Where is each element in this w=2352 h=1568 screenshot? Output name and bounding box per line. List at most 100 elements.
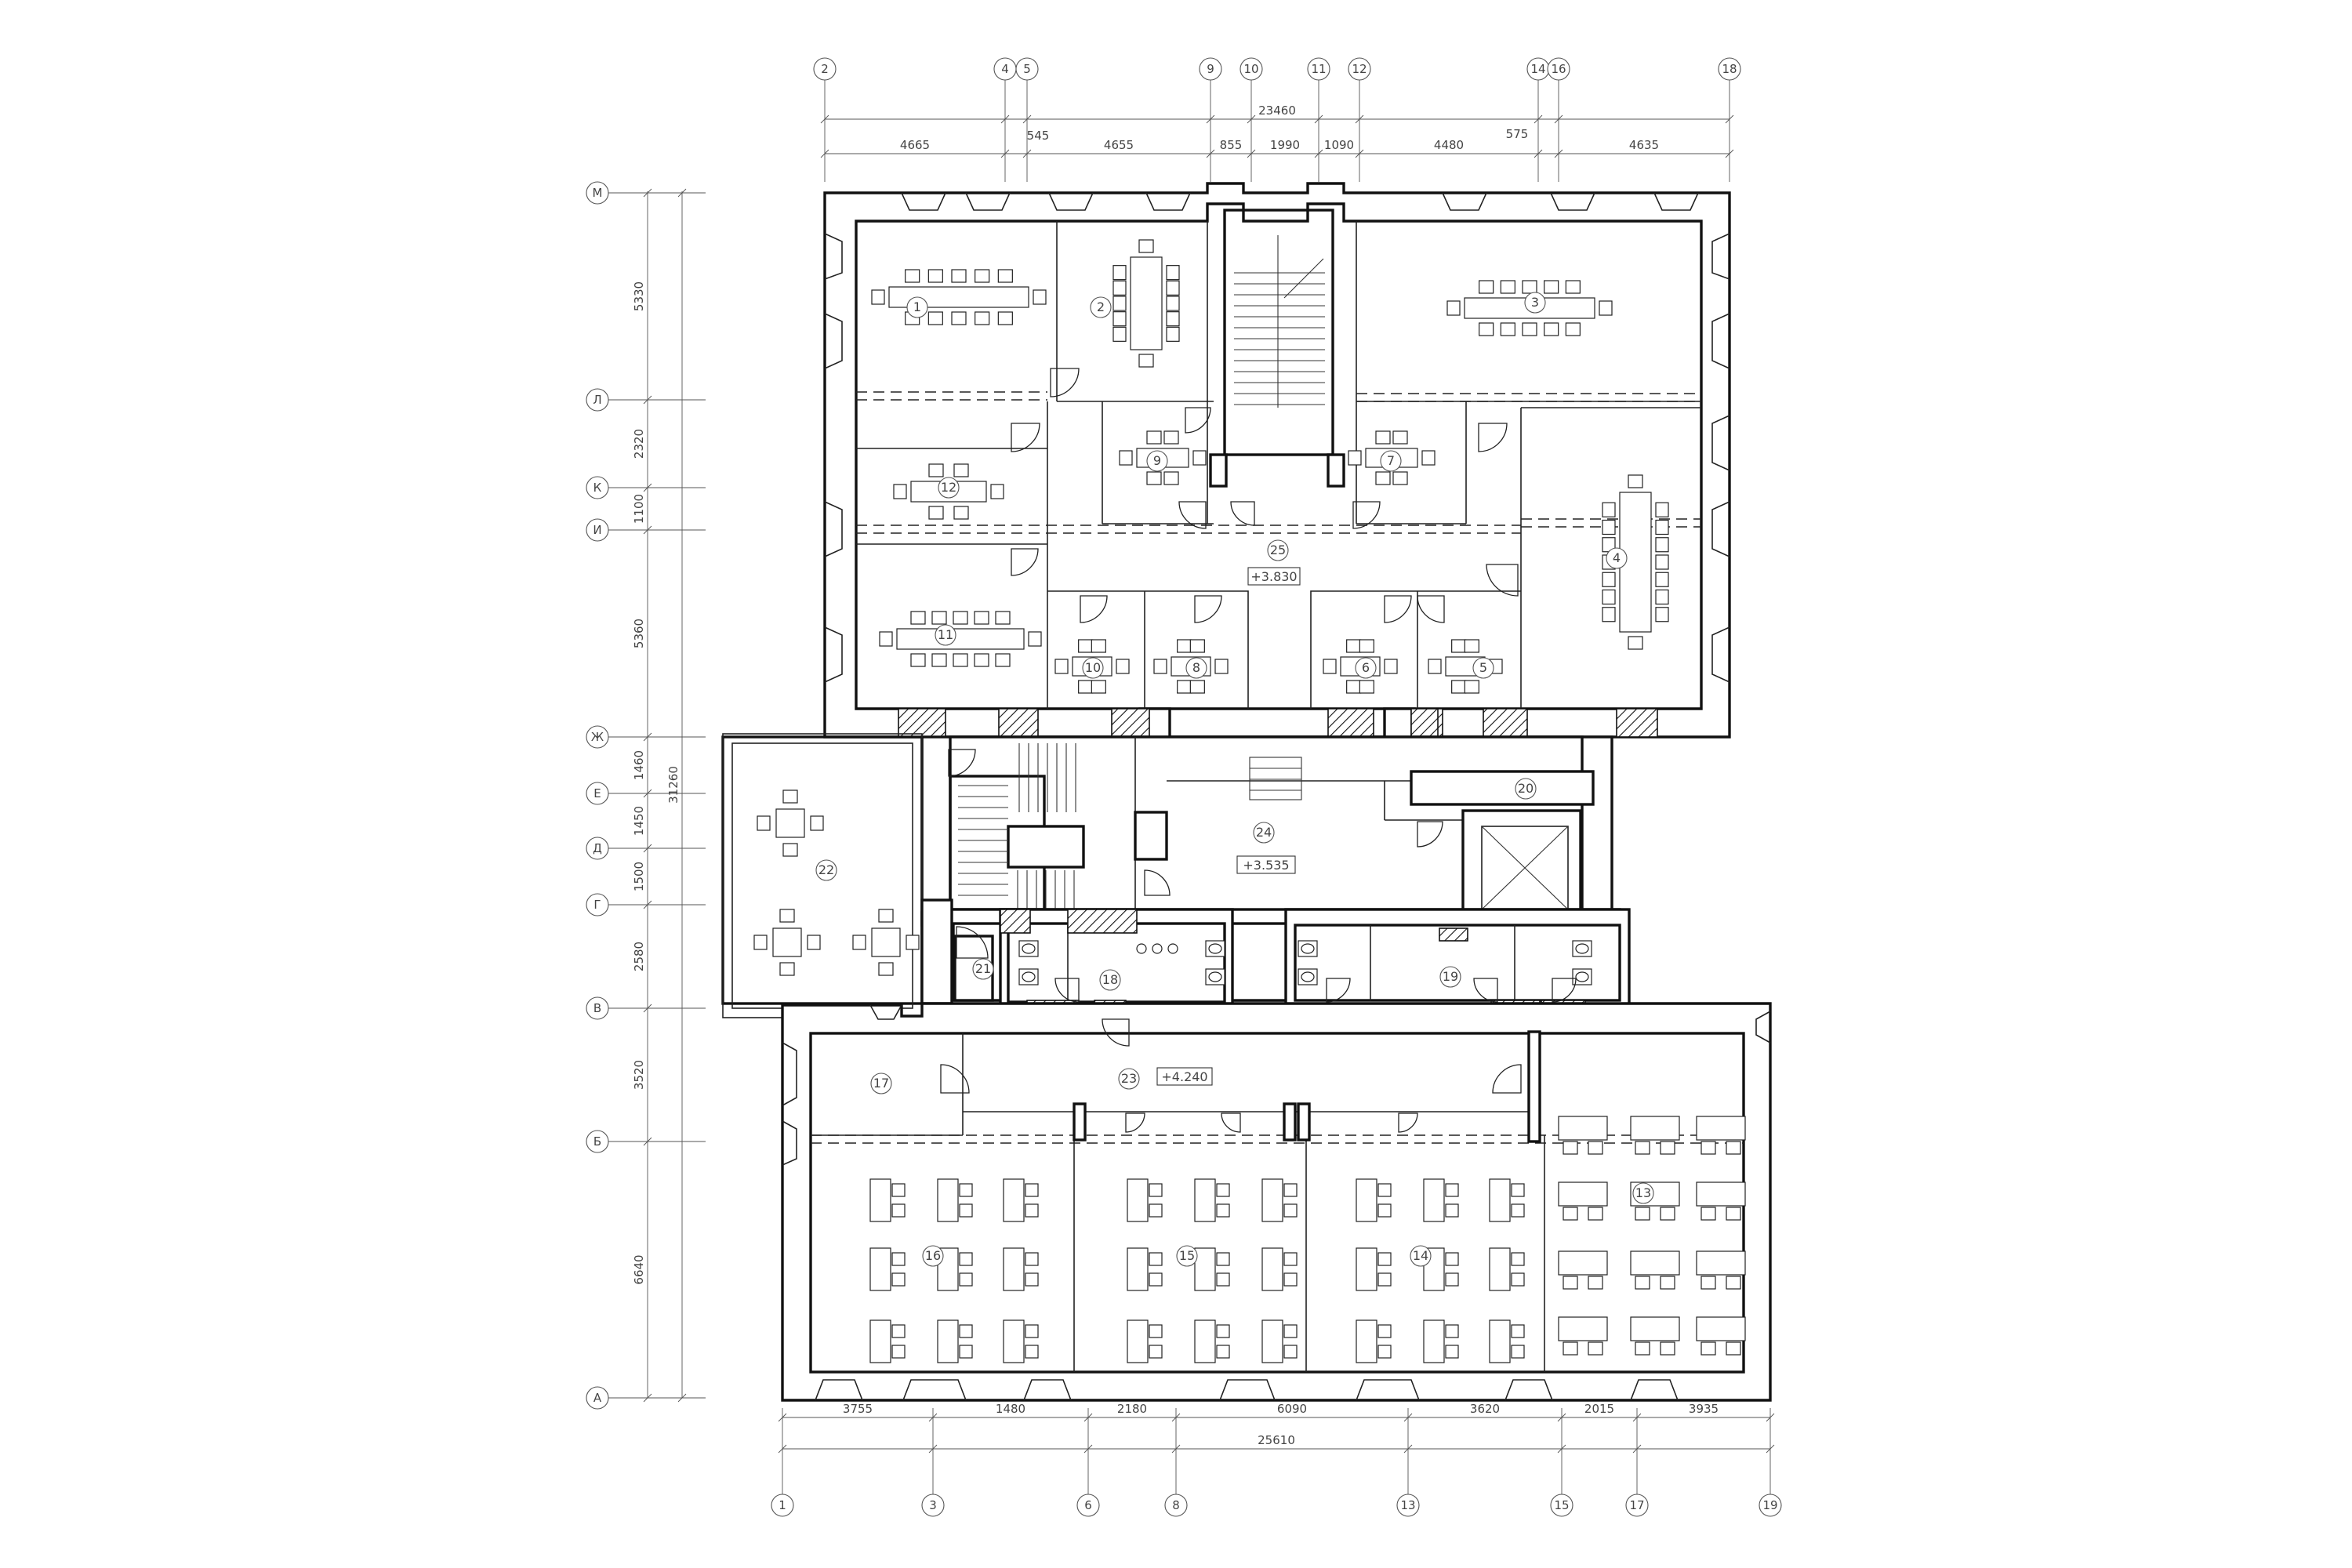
axis-label: 17 [1629,1498,1644,1512]
room-number: 20 [1518,781,1534,796]
axis-marker [1625,1494,1649,1517]
axis-label: 5 [1023,62,1031,76]
axis-marker [586,476,609,499]
room-number: 1 [913,299,921,314]
room-tag [1355,657,1377,679]
axis-label: 9 [1207,62,1214,76]
axis-marker [1076,1494,1100,1517]
dim-left-segment: 1450 [632,806,646,836]
room-tag [1253,822,1275,844]
axis-label: 12 [1352,62,1367,76]
dim-bottom-segment: 3935 [1689,1402,1719,1416]
axis-marker [586,725,609,749]
axis-label: 13 [1400,1498,1415,1512]
room-number: 9 [1153,453,1161,468]
axis-marker [586,893,609,916]
room-tag [1185,657,1207,679]
dim-left-segment: 1500 [632,862,646,891]
axis-label: 18 [1722,62,1737,76]
level-text: +3.830 [1250,569,1297,584]
room-number: 19 [1443,969,1458,984]
dim-left-segment: 3520 [632,1060,646,1090]
axis-label: Ж [591,730,604,744]
room-tag [1176,1245,1198,1267]
dim-left-segment: 2580 [632,942,646,971]
axis-marker [1718,57,1741,81]
axis-marker [771,1494,794,1517]
room-number: 15 [1179,1248,1195,1263]
level-mark-corridor-25: +3.830 [1247,567,1301,586]
room-number: 12 [941,480,956,495]
dim-bottom-segment: 3620 [1470,1402,1500,1416]
axis-label: Е [593,786,601,800]
axis-label: 6 [1084,1498,1092,1512]
room-tag [1410,1245,1432,1267]
dim-left-total: 31260 [666,766,681,804]
room-number: 23 [1121,1071,1137,1086]
room-tag [1439,966,1461,988]
axis-marker [586,1386,609,1410]
axis-marker [1164,1494,1188,1517]
axis-marker [586,996,609,1020]
axis-label: К [593,481,602,495]
room-tag [870,1073,892,1094]
room-tag [1632,1182,1654,1204]
room-number: 3 [1531,295,1539,310]
axis-label: 10 [1243,62,1258,76]
dim-bottom-segment: 1480 [996,1402,1025,1416]
room-number: 7 [1387,453,1395,468]
axis-marker [586,181,609,205]
dim-left-segment: 1460 [632,750,646,780]
room-tag [935,624,956,646]
room-number: 25 [1270,543,1286,557]
room-tag [1267,539,1289,561]
dim-top-total: 23460 [1258,103,1296,118]
room-tag [1146,450,1168,472]
axis-marker [586,1130,609,1153]
axis-label: 8 [1172,1498,1180,1512]
room-number: 21 [975,961,991,976]
axis-label: Д [593,841,602,855]
axis-marker [586,518,609,542]
dim-bottom-total: 25610 [1258,1433,1295,1447]
axis-extension-lines [608,80,1771,1494]
room-tag [1090,296,1112,318]
dim-bottom-segment: 3755 [843,1402,873,1416]
axis-marker [813,57,837,81]
room-tag [1606,547,1628,569]
room-number: 16 [925,1248,941,1263]
room-tag [938,477,960,499]
axis-label: А [593,1391,602,1405]
room-number: 6 [1362,660,1370,675]
axis-label: В [593,1001,601,1015]
room-number: 8 [1192,660,1200,675]
room-tag [1515,778,1537,800]
dimension-lines [647,118,1770,1450]
dim-left-segment: 5330 [632,281,646,311]
room-number: 14 [1413,1248,1428,1263]
dim-top-segment: 1090 [1324,138,1354,152]
room-number: 24 [1256,825,1272,840]
axis-label: Б [593,1134,601,1149]
axis-label: 19 [1762,1498,1777,1512]
room-number: 13 [1635,1185,1651,1200]
axis-label: 16 [1551,62,1566,76]
axis-marker [586,782,609,805]
room-number: 10 [1085,660,1101,675]
axis-marker [1550,1494,1573,1517]
axis-label: 15 [1554,1498,1569,1512]
axis-marker [1547,57,1570,81]
axis-marker [921,1494,945,1517]
room-number: 5 [1479,660,1487,675]
room-tag [1099,969,1121,991]
dim-top-segment: 4665 [900,138,930,152]
room-tag [972,958,994,980]
room-tag [1380,450,1402,472]
dim-left-segment: 1100 [632,494,646,524]
dim-top-segment: 4480 [1434,138,1464,152]
dim-left-segment: 5360 [632,619,646,648]
